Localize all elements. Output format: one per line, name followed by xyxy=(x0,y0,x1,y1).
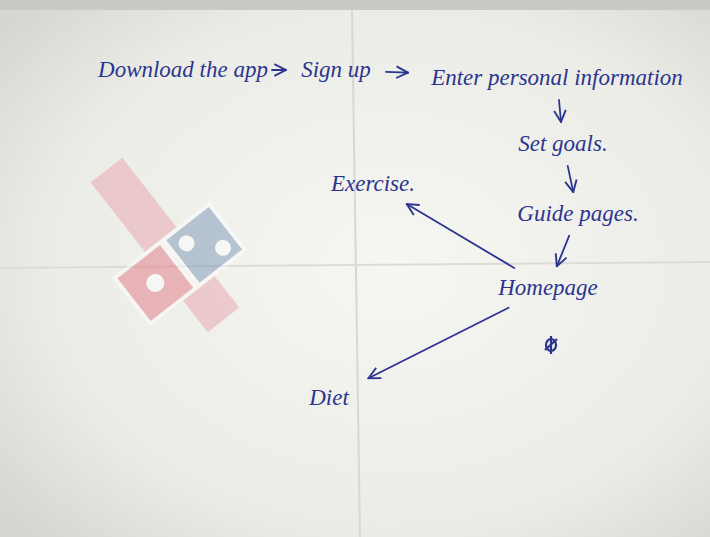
step-label: Homepage xyxy=(498,275,598,301)
flow-step: Exercise. xyxy=(316,166,430,202)
step-label: Enter personal information xyxy=(431,65,683,91)
flow-arrow xyxy=(272,69,286,71)
logo-dot xyxy=(143,270,168,295)
flow-arrow xyxy=(568,166,574,192)
step-label: Diet xyxy=(309,385,349,411)
scribble-stroke xyxy=(550,336,552,354)
flow-step: Sign up xyxy=(290,52,382,88)
flow-arrow xyxy=(407,204,515,268)
logo-domino-blue xyxy=(163,204,244,285)
table-edge xyxy=(0,0,710,10)
flow-step: Set goals. xyxy=(498,126,628,162)
logo-dot xyxy=(212,237,234,259)
flow-step: Enter personal information xyxy=(412,60,702,96)
flow-arrow xyxy=(368,308,508,378)
step-label: Set goals. xyxy=(518,131,607,157)
flow-step: Homepage xyxy=(478,270,618,306)
ink-scribble xyxy=(545,336,557,354)
logo-dot xyxy=(175,232,197,254)
flow-arrow xyxy=(557,236,569,267)
flow-step: Guide pages. xyxy=(488,196,668,232)
step-label: Download the app xyxy=(98,57,268,83)
step-label: Sign up xyxy=(301,57,371,83)
step-label: Guide pages. xyxy=(517,201,638,227)
flow-arrow xyxy=(559,100,561,122)
logo-watermark xyxy=(59,133,271,357)
fold-line xyxy=(0,262,710,268)
flow-step: Download the app xyxy=(98,52,268,88)
flow-step: Diet xyxy=(292,380,366,416)
fold-line xyxy=(352,10,360,537)
step-label: Exercise. xyxy=(331,171,415,197)
flow-arrow xyxy=(386,71,408,74)
